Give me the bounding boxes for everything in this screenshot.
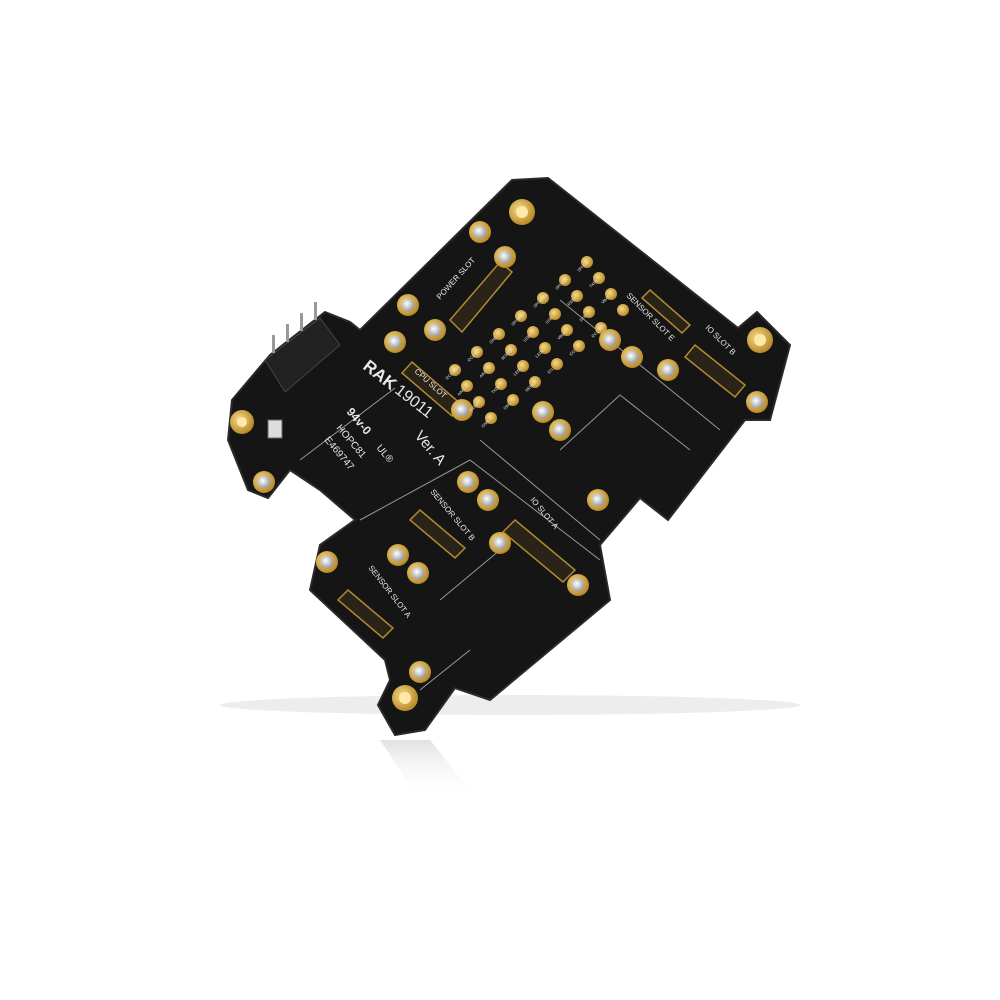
standoff-pad <box>469 221 491 243</box>
standoff-pad <box>253 471 275 493</box>
pin-label: VBAT <box>600 294 611 305</box>
standoff-pad <box>424 319 446 341</box>
pin-label: USB+ <box>522 331 533 342</box>
standoff-pad <box>532 401 554 423</box>
standoff-pad <box>384 331 406 353</box>
pcb-board <box>226 176 792 737</box>
pin-label: GND <box>480 419 490 429</box>
standoff-pad <box>409 661 431 683</box>
gold-pad <box>493 328 505 340</box>
gold-pad <box>571 290 583 302</box>
gold-pad <box>551 358 563 370</box>
sensor-a-connector <box>336 588 395 640</box>
gold-pad <box>461 380 473 392</box>
pin-label: RXD1 <box>566 295 578 307</box>
gold-pad <box>471 346 483 358</box>
standoff-pads <box>253 221 768 683</box>
gold-pad <box>449 364 461 376</box>
gold-pad <box>593 272 605 284</box>
pin-label: VBUS <box>556 329 567 340</box>
standoff-pad <box>316 551 338 573</box>
connectors <box>336 260 747 640</box>
pin-label: AIN1 <box>478 368 488 378</box>
pin-label: TXD0 <box>490 383 501 394</box>
sensor-b-connector <box>408 508 467 560</box>
standoff-pad <box>621 346 643 368</box>
standoff-pad <box>494 246 516 268</box>
pin-label: AIN0 <box>456 386 466 396</box>
standoff-pad <box>397 294 419 316</box>
pin-label: LED2 <box>534 348 545 359</box>
standoff-pad <box>489 532 511 554</box>
pin-label: IO2 <box>568 348 577 357</box>
gold-pad <box>617 304 629 316</box>
sensor-e-connector <box>640 288 692 335</box>
gold-pad <box>573 340 585 352</box>
gold-pad <box>561 324 573 336</box>
gold-pad <box>473 396 485 408</box>
standoff-pad <box>451 399 473 421</box>
gold-pad <box>517 360 529 372</box>
standoff-pad <box>599 329 621 351</box>
io-b-connector <box>683 343 747 399</box>
gold-pad <box>485 412 497 424</box>
gold-pad <box>529 376 541 388</box>
standoff-pad <box>457 471 479 493</box>
pin-label: LED1 <box>512 366 523 377</box>
silkscreen-lines <box>299 299 721 691</box>
gold-pad <box>507 394 519 406</box>
gold-pad <box>549 308 561 320</box>
standoff-pad <box>549 419 571 441</box>
standoff-pad <box>657 359 679 381</box>
standoff-pad <box>587 489 609 511</box>
pin-label: USB- <box>544 314 555 325</box>
standoff-pad <box>746 391 768 413</box>
power-slot-connector <box>448 260 514 334</box>
pin-label: IO1 <box>546 366 555 375</box>
gold-pad <box>605 288 617 300</box>
reset-button <box>267 419 283 439</box>
gold-pad-grid <box>449 256 629 424</box>
standoff-pad <box>407 562 429 584</box>
standoff-pad <box>567 574 589 596</box>
gold-pad <box>483 362 495 374</box>
gold-pad <box>559 274 571 286</box>
io-a-connector <box>501 518 577 584</box>
mounting-holes <box>230 199 773 711</box>
board-shadow <box>220 695 800 715</box>
board-reflection <box>380 740 470 800</box>
gold-pad <box>527 326 539 338</box>
gold-pad <box>581 256 593 268</box>
standoff-pad <box>387 544 409 566</box>
gold-pad <box>505 344 517 356</box>
standoff-pad <box>477 489 499 511</box>
pin-label: TXD1 <box>588 277 599 288</box>
gold-pad <box>583 306 595 318</box>
pin-label: RXD0 <box>468 401 480 413</box>
gold-pad <box>537 292 549 304</box>
pin-label: SW1 <box>502 400 512 410</box>
gold-pad <box>539 342 551 354</box>
gold-pad <box>515 310 527 322</box>
gold-pad <box>495 378 507 390</box>
pin-label: 3V3 <box>578 314 587 323</box>
pin-header <box>264 302 341 393</box>
pin-label: GND <box>488 335 498 345</box>
cpu-slot-connector <box>400 360 464 418</box>
